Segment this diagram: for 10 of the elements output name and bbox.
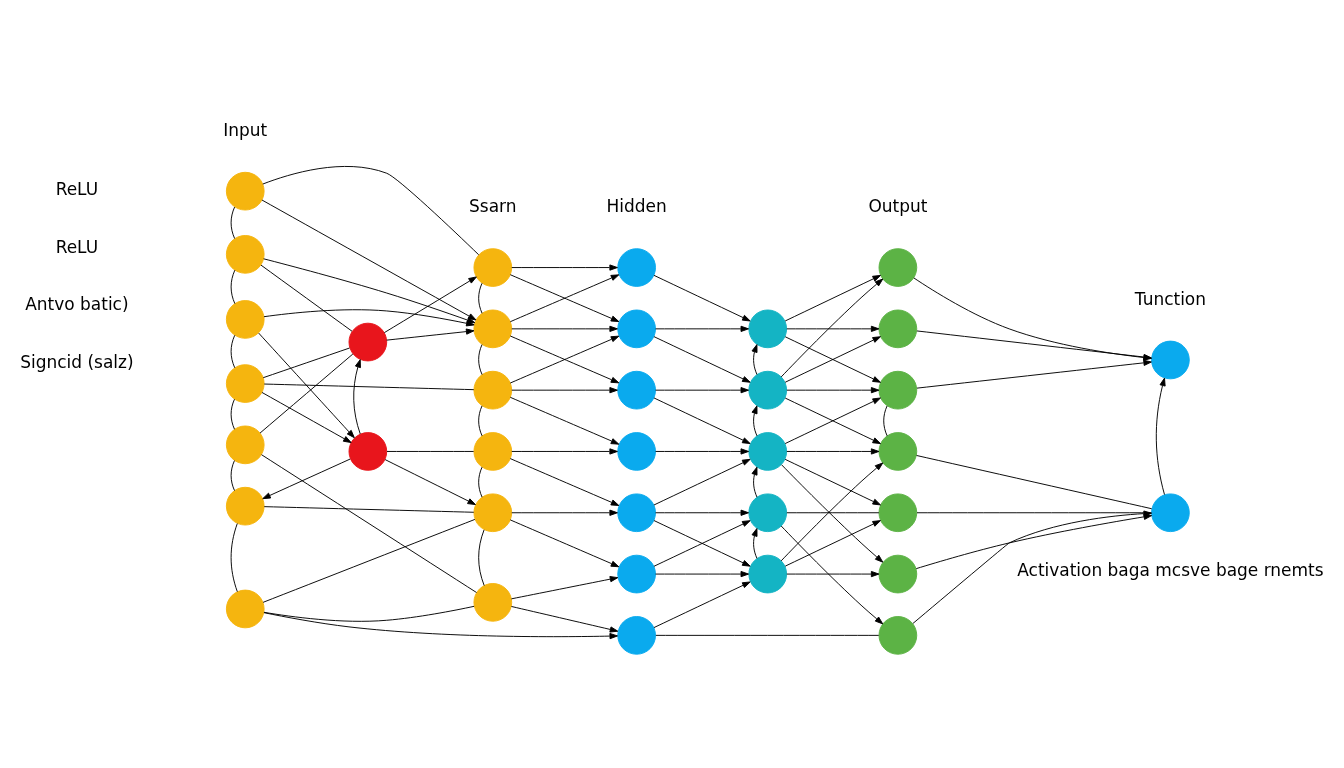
- label: Input: [223, 119, 268, 140]
- label: Signcid (salz): [20, 351, 134, 372]
- label: Output: [868, 195, 928, 216]
- label: ReLU: [55, 178, 99, 199]
- label: ReLU: [55, 236, 99, 257]
- label: Hidden: [606, 195, 667, 216]
- label: Activation baga mcsve bage rnemts: [1017, 559, 1324, 580]
- label: Antvo batic): [25, 293, 129, 314]
- label: Tunction: [1134, 288, 1206, 309]
- label: Ssarn: [469, 195, 517, 216]
